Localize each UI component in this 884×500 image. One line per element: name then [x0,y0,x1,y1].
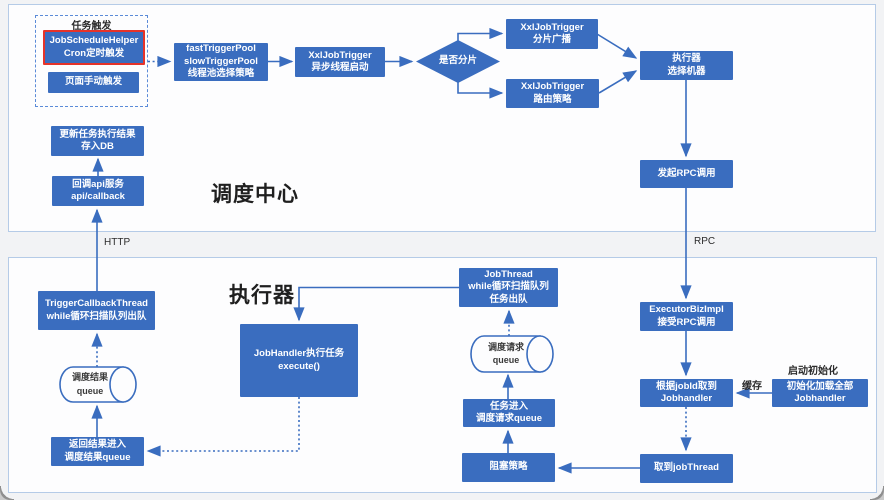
node-callback-api: 回调api服务 api/callback [52,176,144,206]
node-block-strategy: 阻塞策略 [462,453,555,482]
task-trigger-group [35,15,148,107]
window-corner [870,486,884,500]
node-job-thread: JobThread while循环扫描队列 任务出队 [459,268,558,307]
node-route-strategy: XxlJobTrigger 路由策略 [506,79,599,108]
scheduler-center-title: 调度中心 [211,183,299,206]
task-trigger-group-label: 任务触发 [71,21,112,32]
node-shard-broadcast: XxlJobTrigger 分片广播 [506,19,598,49]
executor-title: 执行器 [229,284,295,307]
node-get-jobhandler: 根据jobId取到 Jobhandler [640,379,733,407]
node-trigger-pool: fastTriggerPool slowTriggerPool 线程池选择策略 [174,43,268,81]
node-init-load-all: 初始化加载全部 Jobhandler [772,379,868,407]
window-corner [0,486,14,500]
node-return-result: 返回结果进入 调度结果queue [51,437,144,466]
node-job-schedule-helper: JobScheduleHelper Cron定时触发 [43,30,145,65]
node-trigger-callback-thread: TriggerCallbackThread while循环扫描队列出队 [38,291,155,330]
http-label: HTTP [104,237,131,248]
node-manual-trigger: 页面手动触发 [48,72,139,93]
node-select-machine: 执行器 选择机器 [640,51,733,80]
request-queue-label: 调度请求 queue [487,341,524,366]
node-rpc-call: 发起RPC调用 [640,160,733,188]
scheduler-center-panel [8,4,876,232]
node-get-jobthread: 取到jobThread [640,454,733,483]
rpc-label: RPC [694,236,716,247]
cache-label: 缓存 [742,381,762,392]
startup-init-label: 启动初始化 [788,366,838,377]
node-xxl-trigger-start: XxlJobTrigger 异步线程启动 [295,47,385,77]
node-update-db: 更新任务执行结果 存入DB [51,126,144,156]
result-queue-label: 调度结果 queue [71,372,108,396]
node-job-handler: JobHandler执行任务 execute() [240,324,358,397]
node-executor-biz: ExecutorBizImpl 接受RPC调用 [640,302,733,331]
node-task-enqueue: 任务进入 调度请求queue [463,399,555,427]
